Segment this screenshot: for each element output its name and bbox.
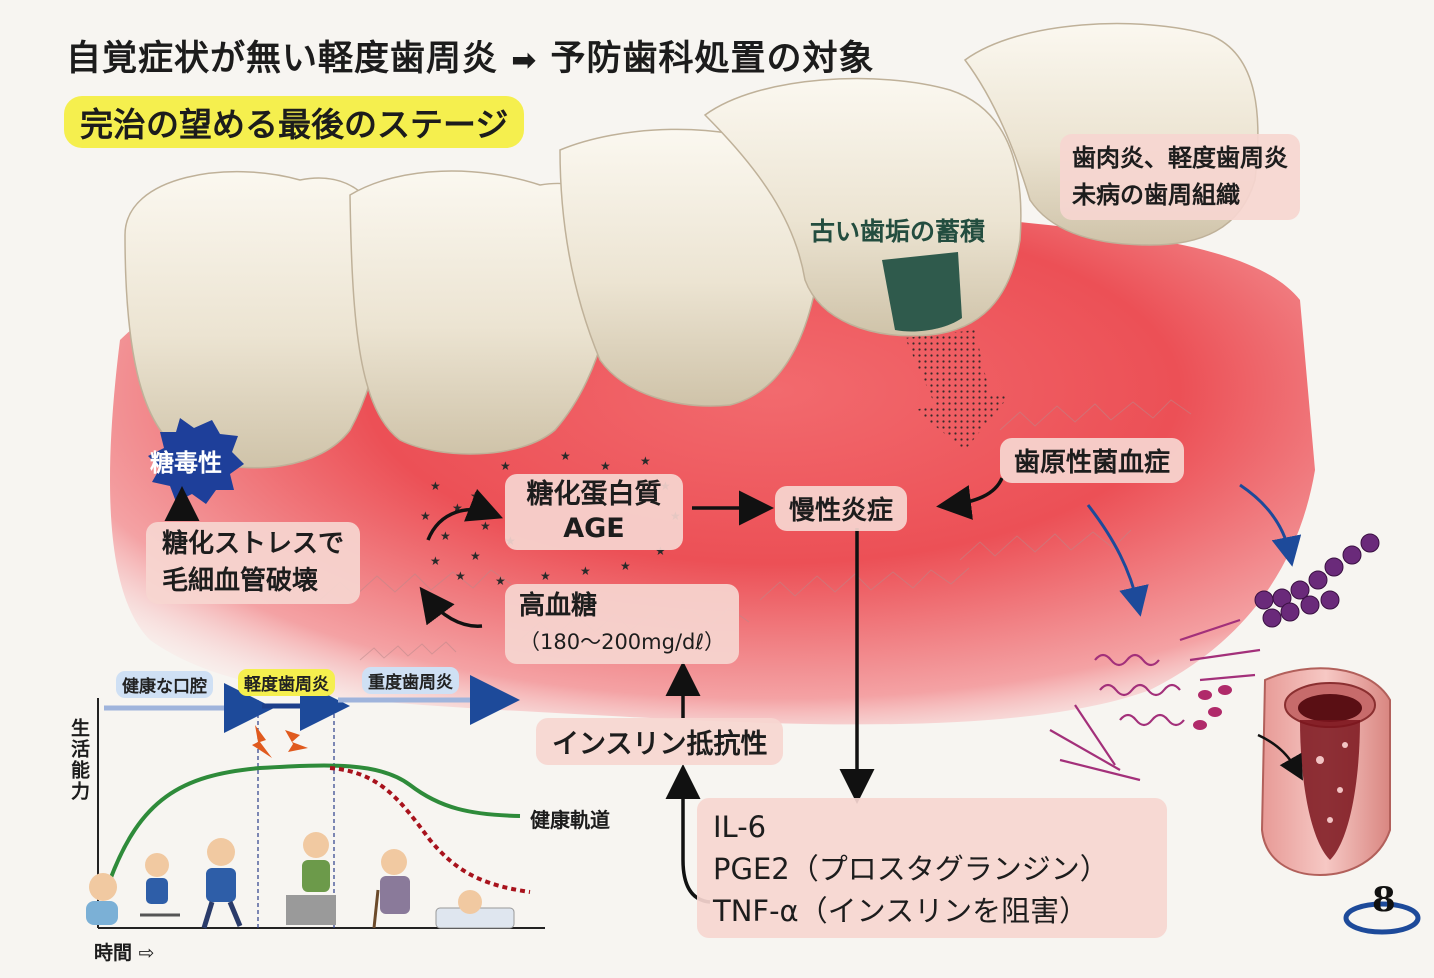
child-figure — [140, 853, 180, 917]
adult-figure — [201, 838, 243, 929]
highlight-banner: 完治の望める最後のステージ — [64, 96, 525, 148]
arrow-bacteremia-to-chronic — [936, 477, 1004, 520]
node-age: 糖化蛋白質 AGE — [505, 474, 683, 550]
svg-text:★: ★ — [420, 509, 431, 523]
title-target: 予防歯科処置の対象 — [550, 39, 875, 79]
toxicity-badge — [148, 418, 244, 504]
plaque-arrow — [905, 330, 1010, 450]
svg-text:★: ★ — [430, 479, 441, 493]
arrow-stress-to-age — [426, 488, 504, 541]
node-bacteremia: 歯原性菌血症 — [1000, 438, 1185, 483]
decline-curve — [329, 766, 531, 894]
trajectory-label: 健康軌道 — [530, 808, 610, 832]
svg-text:★: ★ — [480, 519, 491, 533]
age-line1: 糖化蛋白質 — [526, 479, 662, 510]
age-line2: AGE — [563, 513, 625, 544]
svg-text:★: ★ — [580, 564, 591, 578]
y-axis-label: 生活能力 — [68, 718, 90, 802]
pain-icon — [252, 725, 272, 758]
label-gingivitis: 歯肉炎、軽度歯周炎 未病の歯周組織 — [1060, 134, 1300, 220]
svg-text:★: ★ — [655, 544, 666, 558]
mediator-pge2: PGE2（プロスタグランジン） — [713, 852, 1109, 886]
node-insulin-resistance: インスリン抵抗性 — [536, 718, 784, 765]
page-swoosh — [1343, 901, 1421, 935]
tooth-2 — [349, 170, 617, 455]
svg-text:★: ★ — [560, 449, 571, 463]
healthy-curve — [108, 763, 521, 881]
node-glycation-stress: 糖化ストレスで 毛細血管破壊 — [146, 522, 361, 604]
hyperglycemia-line1: 高血糖 — [519, 591, 598, 621]
svg-text:★: ★ — [470, 489, 481, 503]
blood-vessel — [1260, 667, 1391, 877]
toxicity-label: 糖毒性 — [150, 449, 222, 477]
label-old-plaque: 古い歯垢の蓄積 — [810, 217, 986, 246]
bacteria-cluster — [1254, 533, 1380, 628]
svg-text:★: ★ — [540, 569, 551, 583]
node-mediators: IL-6 PGE2（プロスタグランジン） TNF-α（インスリンを阻害） — [697, 798, 1167, 938]
stage-healthy: 健康な口腔 — [116, 671, 213, 698]
stage-severe: 重度歯周炎 — [362, 667, 459, 694]
bacteria-arrows — [1086, 483, 1302, 617]
svg-text:★: ★ — [470, 549, 481, 563]
svg-text:★: ★ — [600, 459, 611, 473]
people-figures — [86, 832, 515, 929]
title-text: 自覚症状が無い軽度歯周炎 — [66, 39, 499, 79]
pain-icon-2 — [285, 730, 308, 752]
tooth-1 — [124, 170, 388, 469]
vessel-pointer-arrow — [1257, 733, 1303, 781]
arrow-hyperglycemia-to-stress — [419, 586, 483, 628]
node-chronic-inflammation: 慢性炎症 — [775, 486, 908, 531]
svg-text:★: ★ — [495, 574, 506, 588]
elder-figure — [372, 849, 410, 929]
x-axis-arrow: ⇨ — [138, 942, 155, 964]
svg-text:★: ★ — [455, 569, 466, 583]
x-axis-label: 時間 ⇨ — [94, 938, 155, 965]
gingivitis-line1: 歯肉炎、軽度歯周炎 — [1072, 144, 1288, 172]
rbc-cells — [1193, 685, 1232, 730]
node-hyperglycemia: 高血糖 （180〜200mg/dℓ） — [505, 584, 740, 664]
stage-mild: 軽度歯周炎 — [238, 669, 335, 696]
svg-text:★: ★ — [440, 529, 451, 543]
svg-text:★: ★ — [500, 459, 511, 473]
title-arrow: ➡ — [511, 43, 538, 78]
stress-line2: 毛細血管破壊 — [162, 566, 319, 596]
svg-text:★: ★ — [620, 559, 631, 573]
mediator-il6: IL-6 — [713, 810, 767, 844]
mediator-tnf: TNF-α（インスリンを阻害） — [713, 894, 1089, 928]
x-axis-text: 時間 — [94, 942, 133, 964]
plaque-band — [882, 252, 962, 332]
svg-text:★: ★ — [640, 454, 651, 468]
slide-title: 自覚症状が無い軽度歯周炎 ➡ 予防歯科処置の対象 — [66, 30, 875, 81]
stairs-figure — [286, 832, 336, 925]
spirochetes — [1049, 618, 1261, 782]
svg-text:★: ★ — [430, 554, 441, 568]
gingivitis-line2: 未病の歯周組織 — [1072, 181, 1240, 209]
svg-text:★: ★ — [452, 501, 463, 515]
bedridden-figure — [435, 890, 515, 929]
page-number: 8 — [1372, 880, 1396, 920]
baby-figure — [86, 873, 118, 925]
stress-line1: 糖化ストレスで — [162, 529, 345, 559]
hyperglycemia-line2: （180〜200mg/dℓ） — [519, 630, 726, 654]
